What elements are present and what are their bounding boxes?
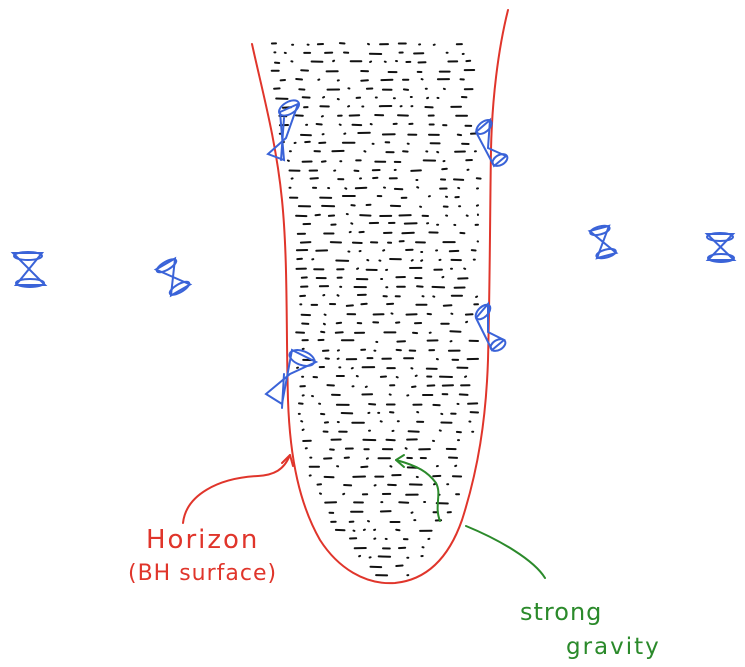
interior-dash bbox=[338, 295, 339, 296]
interior-dash bbox=[433, 287, 445, 288]
interior-dash bbox=[406, 448, 407, 449]
strong-label: strong bbox=[520, 600, 602, 624]
black-hole-interior bbox=[272, 43, 481, 575]
interior-dash bbox=[454, 179, 463, 180]
light-cone-icon bbox=[589, 224, 617, 260]
interior-dash bbox=[370, 62, 371, 63]
interior-dash bbox=[356, 188, 367, 189]
interior-dash bbox=[458, 135, 461, 136]
interior-dash bbox=[301, 242, 311, 243]
interior-dash bbox=[412, 387, 416, 388]
interior-dash bbox=[337, 323, 341, 324]
interior-dash bbox=[412, 260, 413, 261]
interior-dash bbox=[369, 404, 375, 405]
gravity-pointer bbox=[466, 526, 545, 578]
interior-dash bbox=[404, 89, 408, 90]
interior-dash bbox=[323, 97, 324, 98]
interior-dash bbox=[396, 566, 402, 567]
interior-dash bbox=[347, 305, 353, 306]
interior-dash bbox=[421, 260, 422, 261]
light-cone-icon bbox=[13, 252, 45, 287]
interior-dash bbox=[361, 467, 367, 468]
interior-dash bbox=[336, 332, 343, 333]
interior-dash bbox=[357, 268, 358, 269]
interior-dash bbox=[476, 297, 477, 298]
gravity-label: gravity bbox=[566, 636, 661, 659]
interior-dash bbox=[324, 324, 325, 325]
light-cone-icon bbox=[707, 233, 734, 262]
interior-dash bbox=[303, 430, 304, 431]
light-cone-icon bbox=[155, 257, 191, 297]
interior-dash bbox=[396, 530, 399, 531]
interior-dash bbox=[321, 332, 324, 333]
interior-dash bbox=[402, 233, 413, 234]
bh-surface-label: (BH surface) bbox=[128, 563, 277, 585]
interior-dash bbox=[296, 79, 302, 80]
interior-dash bbox=[409, 431, 419, 432]
light-cone-icon bbox=[473, 302, 507, 353]
interior-dash bbox=[460, 394, 468, 395]
interior-dash bbox=[411, 170, 421, 171]
interior-dash bbox=[311, 178, 318, 179]
horizon-outline bbox=[252, 10, 508, 583]
horizon-arrow bbox=[183, 455, 290, 523]
interior-dash bbox=[465, 376, 466, 377]
interior-dash bbox=[360, 215, 370, 216]
horizon-label: Horizon bbox=[146, 527, 259, 553]
light-cone-icon bbox=[266, 347, 317, 408]
interior-dash bbox=[333, 61, 334, 62]
interior-dash bbox=[317, 124, 322, 125]
interior-dash bbox=[322, 161, 326, 162]
